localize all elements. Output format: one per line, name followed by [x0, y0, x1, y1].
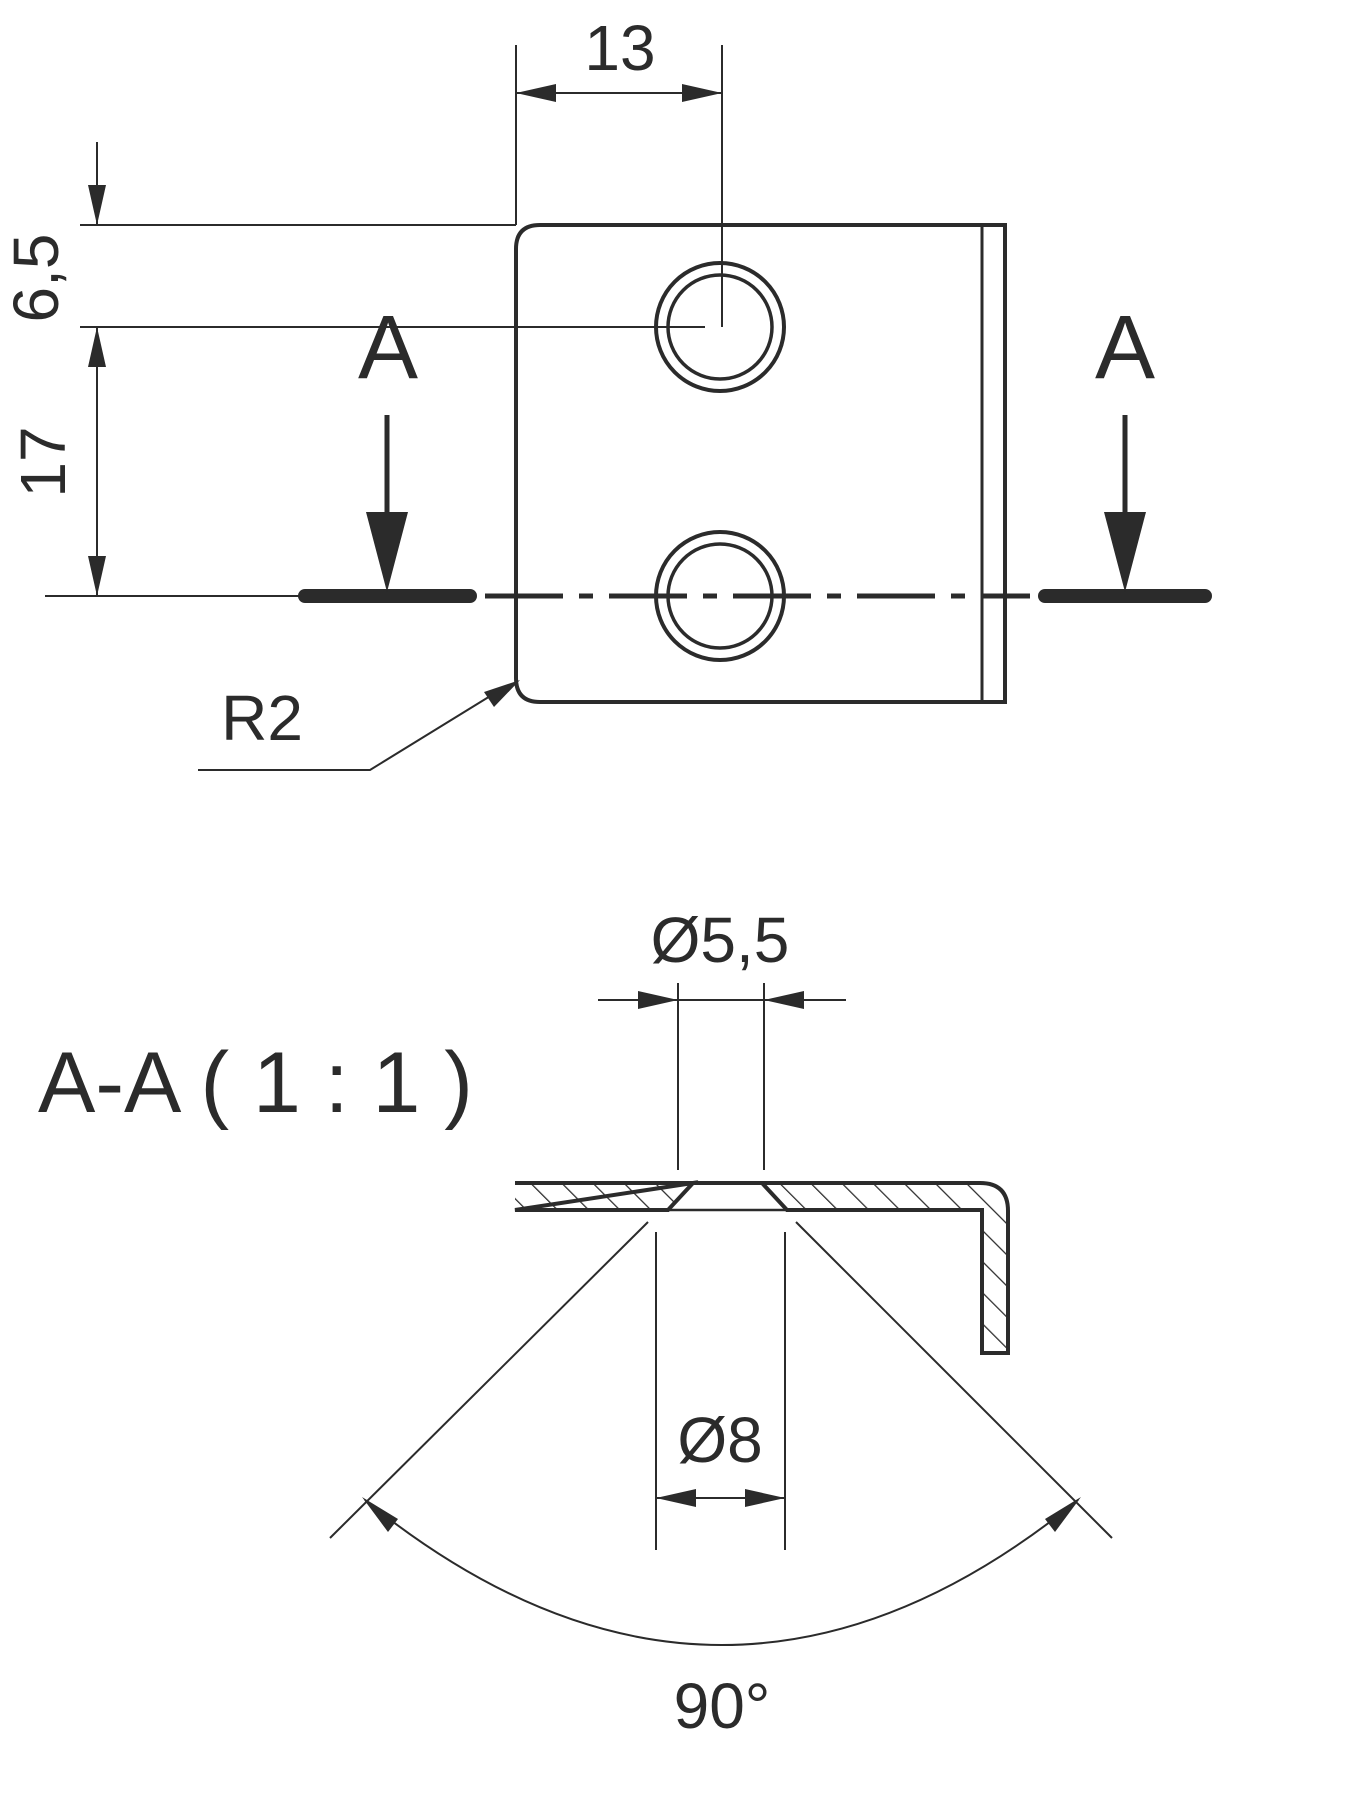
corner-radius-label: R2 [221, 682, 303, 754]
arrow-17-bottom [88, 556, 106, 596]
angle-arrow-left [362, 1497, 398, 1532]
section-label-right: A [1095, 298, 1155, 398]
arrow-d55-right [764, 991, 804, 1009]
angle-arc [364, 1499, 1079, 1646]
angle-arrow-right [1045, 1497, 1081, 1532]
section-label-left: A [358, 298, 418, 398]
arrow-d8-right [745, 1489, 785, 1507]
angle-ext-right [795, 1221, 1113, 1539]
dim-label-d8: Ø8 [677, 1404, 762, 1476]
arrow-6-5-top [88, 185, 106, 225]
r2-leader-line [198, 689, 501, 771]
dim-label-17: 17 [7, 426, 79, 497]
r2-leader-arrow [484, 680, 520, 707]
arrow-13-right [682, 84, 722, 102]
section-view-title: A-A ( 1 : 1 ) [38, 1035, 473, 1131]
arrow-d55-left [638, 991, 678, 1009]
top-view [45, 45, 1212, 771]
section-view [329, 983, 1113, 1646]
dim-label-13: 13 [584, 12, 655, 84]
section-arrow-right-head [1104, 512, 1146, 592]
section-profile [515, 1183, 1008, 1353]
arrow-d8-left [656, 1489, 696, 1507]
section-outline [514, 1180, 1010, 1355]
dim-label-6-5: 6,5 [0, 234, 72, 323]
plate-outline [514, 223, 1007, 704]
angle-ext-left [329, 1221, 649, 1539]
arrow-13-left [516, 84, 556, 102]
section-arrow-left-head [366, 512, 408, 592]
dim-label-angle: 90° [674, 1670, 771, 1742]
dim-label-d55: Ø5,5 [651, 904, 790, 976]
